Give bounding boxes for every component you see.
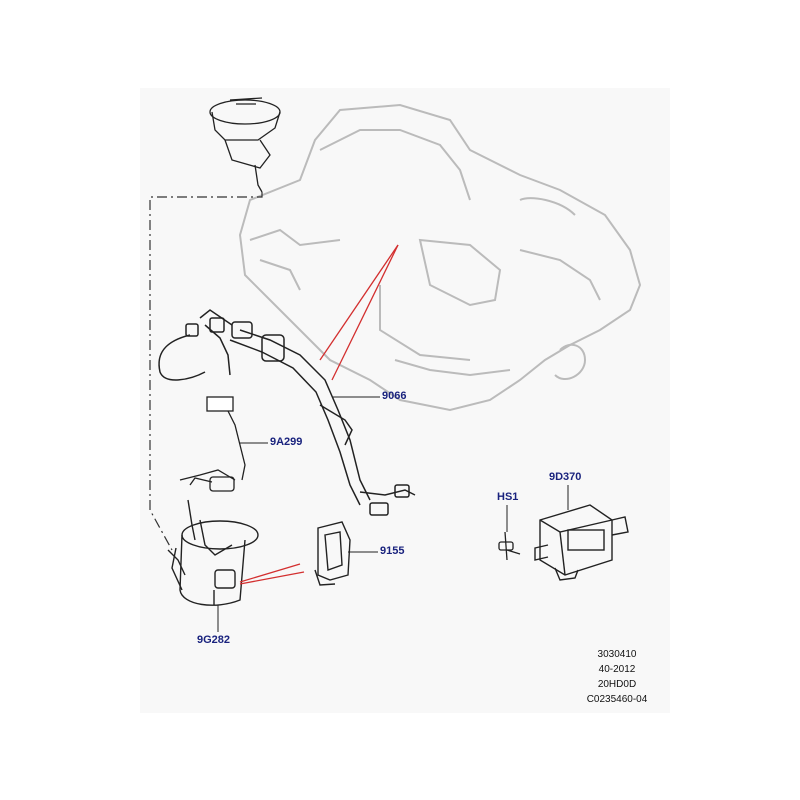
reference-code-line-3: 20HD0D — [597, 679, 637, 690]
fuel-tank-ghost — [238, 103, 642, 412]
fuel-tank-sender-unit — [209, 97, 281, 193]
fuel-pump-control-module — [534, 504, 629, 581]
bolt — [498, 531, 521, 561]
reference-code-line-2: 40-2012 — [598, 664, 636, 675]
callout-9d370: 9D370 — [549, 471, 582, 483]
fuel-pump-cover-harness — [158, 309, 416, 516]
red-leader-lines — [239, 244, 399, 585]
callout-9a299: 9A299 — [270, 436, 303, 448]
bracket — [314, 521, 351, 586]
assembly-line — [149, 192, 263, 551]
callout-leaders — [217, 396, 569, 632]
reference-code-line-1: 3030410 — [597, 649, 637, 660]
callout-9155: 9155 — [380, 545, 405, 557]
reference-code-line-4: C0235460-04 — [586, 694, 648, 705]
fuel-pump-module — [167, 499, 259, 606]
callout-hs1: HS1 — [497, 491, 519, 503]
callout-9g282: 9G282 — [197, 634, 231, 646]
callout-9066: 9066 — [382, 390, 407, 402]
fuel-level-sensor — [179, 396, 246, 492]
